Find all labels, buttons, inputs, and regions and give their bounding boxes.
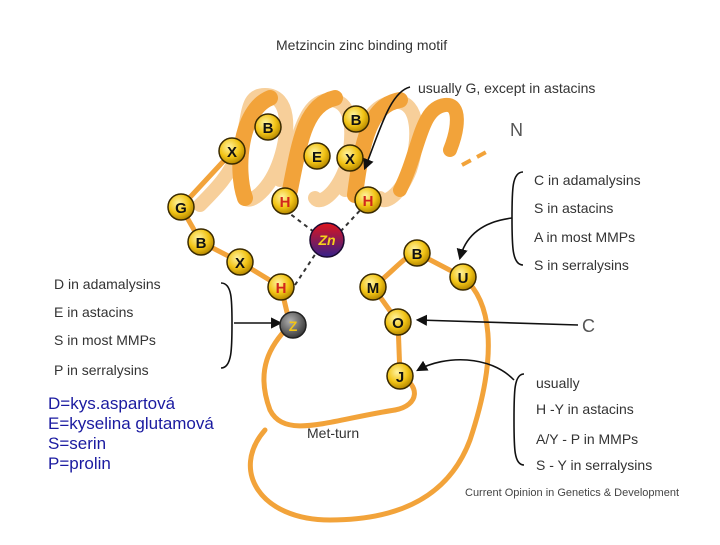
residue-x1: X [218, 137, 246, 165]
residue-h2-label: H [363, 193, 374, 210]
n-terminus-label: N [510, 120, 523, 140]
residue-x2-label: X [345, 151, 355, 168]
residue-h1-label: H [280, 194, 291, 211]
left-list-item: S in most MMPs [54, 332, 156, 348]
residue-g: G [167, 193, 195, 221]
residue-m-label: M [367, 280, 380, 297]
residue-x2: X [336, 144, 364, 172]
residue-z: Z [279, 311, 307, 339]
annotation-arrows [234, 86, 579, 381]
right-top-item: S in astacins [534, 200, 614, 216]
czech-notes: D=kys.aspartová E=kyselina glutamová S=s… [48, 394, 214, 474]
residue-b4-label: B [412, 246, 423, 263]
right-top-item: S in serralysins [534, 257, 629, 273]
right-bottom-item: usually [536, 375, 580, 391]
residue-b4: B [403, 239, 431, 267]
czech-note: P=prolin [48, 454, 111, 473]
left-list-item: D in adamalysins [54, 276, 161, 292]
right-bottom-item: S - Y in serralysins [536, 457, 653, 473]
residue-u: U [449, 263, 477, 291]
right-top-item: A in most MMPs [534, 229, 636, 245]
residue-m: M [359, 273, 387, 301]
met-turn-label: Met-turn [307, 425, 360, 441]
czech-note: D=kys.aspartová [48, 394, 176, 413]
residue-h3-label: H [276, 280, 287, 297]
residue-h1: H [271, 187, 299, 215]
zinc-ion: Zn [309, 222, 345, 258]
residue-g-label: G [175, 200, 187, 217]
backbone-chain [178, 149, 491, 523]
residue-x3-label: X [235, 255, 245, 272]
residue-u-label: U [458, 270, 469, 287]
residue-b3: B [187, 228, 215, 256]
residue-z-label: Z [289, 318, 298, 334]
residue-j: J [386, 362, 414, 390]
czech-note: E=kyselina glutamová [48, 414, 214, 433]
zinc-ion-label: Zn [317, 232, 335, 248]
braces [220, 171, 525, 466]
residue-x1-label: X [227, 144, 237, 161]
left-list-item: E in astacins [54, 304, 134, 320]
residue-b3-label: B [196, 235, 207, 252]
residue-b1: B [254, 113, 282, 141]
diagram-title: Metzincin zinc binding motif [276, 37, 448, 53]
right-bottom-item: A/Y - P in MMPs [536, 431, 639, 447]
left-list-item: P in serralysins [54, 362, 149, 378]
c-terminus-label: C [582, 316, 595, 336]
residue-o-label: O [392, 315, 404, 332]
credit-label: Current Opinion in Genetics & Developmen… [465, 487, 679, 499]
top-note: usually G, except in astacins [418, 80, 596, 96]
residue-e: E [303, 142, 331, 170]
right-bottom-item: H -Y in astacins [536, 401, 634, 417]
residue-e-label: E [312, 149, 322, 166]
right-top-item: C in adamalysins [534, 172, 641, 188]
residue-x3: X [226, 248, 254, 276]
residue-h3: H [267, 273, 295, 301]
residue-h2: H [354, 186, 382, 214]
residue-o: O [384, 308, 412, 336]
residue-b2-label: B [351, 112, 362, 129]
residue-j-label: J [396, 369, 404, 386]
czech-note: S=serin [48, 434, 107, 453]
residue-b1-label: B [263, 120, 274, 137]
residue-b2: B [342, 105, 370, 133]
